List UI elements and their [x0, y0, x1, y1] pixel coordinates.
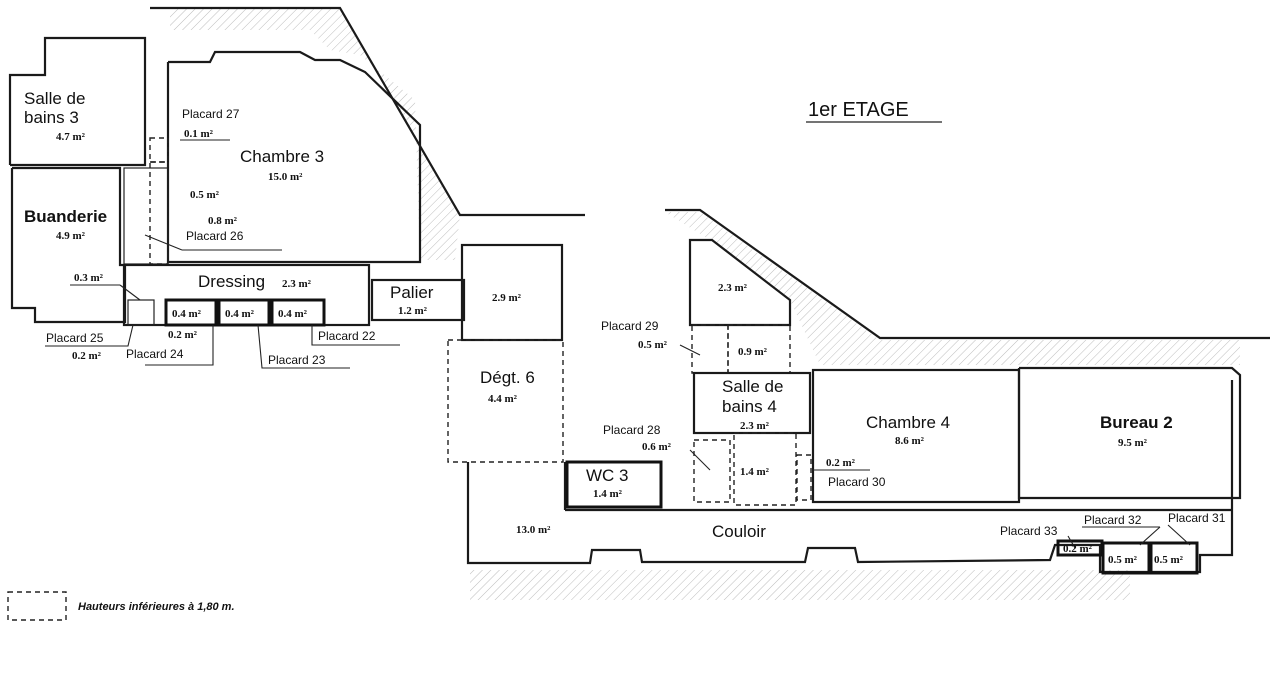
bureau-2-area: 9.5 m² [1118, 437, 1148, 449]
degt-6-outline [447, 339, 564, 463]
placard-28-right-outline [733, 432, 797, 506]
placard-23-area: 0.4 m² [225, 308, 255, 320]
placard-mid-box [217, 298, 271, 327]
buanderie-walls [10, 166, 127, 324]
couloir-walls [466, 380, 1234, 574]
placard-32-label: Placard 32 [1084, 513, 1142, 527]
placard-29-area-right: 0.9 m² [738, 346, 768, 358]
legend-text: Hauteurs inférieures à 1,80 m. [78, 601, 235, 613]
placard-27-label: Placard 27 [182, 107, 240, 121]
room-29-area: 2.9 m² [492, 292, 522, 304]
leader-placard-25 [45, 324, 134, 347]
placard-31-area: 0.5 m² [1154, 554, 1184, 566]
placard-24-label: Placard 24 [126, 347, 184, 361]
room-23-area: 2.3 m² [718, 282, 748, 294]
placard-24-area: 0.2 m² [168, 329, 198, 341]
outer-wall-top-left [150, 6, 585, 217]
salle-de-bains-4-area: 2.3 m² [740, 420, 770, 432]
placard-26-label: Placard 26 [186, 229, 244, 243]
leader-placard-31 [1167, 524, 1191, 546]
legend-dashed-swatch [7, 591, 67, 621]
placard-28-outline [693, 439, 731, 503]
leader-placard-28 [689, 449, 711, 471]
couloir-name: Couloir [712, 522, 766, 541]
room-23-walls [688, 238, 792, 327]
salle-de-bains-3-walls [8, 36, 147, 167]
leader-placard-26b [144, 234, 183, 251]
placard-30-label: Placard 30 [828, 475, 886, 489]
bureau-2-walls [1017, 366, 1242, 500]
placard-25-area: 0.2 m² [72, 350, 102, 362]
placard-22-box [270, 298, 326, 327]
placard-24-box [164, 298, 218, 327]
chambre-3-area: 15.0 m² [268, 171, 303, 183]
placard-22-label: Placard 22 [318, 329, 376, 343]
chambre-3-walls [166, 50, 422, 264]
placard-29-area: 0.5 m² [638, 339, 668, 351]
palier-area: 1.2 m² [398, 305, 428, 317]
palier-name: Palier [390, 283, 434, 302]
placard-25-label: Placard 25 [46, 331, 104, 345]
placard-32-area: 0.5 m² [1108, 554, 1138, 566]
placard-26-area-a: 0.5 m² [190, 189, 220, 201]
placard-29-label: Placard 29 [601, 319, 659, 333]
placard-33-box [1056, 539, 1104, 557]
wc-3-area: 1.4 m² [593, 488, 623, 500]
leader-placard-29 [679, 344, 701, 356]
salle-de-bains-4-name-2: bains 4 [722, 397, 777, 416]
dressing-name: Dressing [198, 272, 265, 291]
roof-slope-left [170, 8, 460, 260]
salle-de-bains-3-name-2: bains 3 [24, 108, 79, 127]
placard-29-outline [691, 324, 729, 374]
wc-3-name: WC 3 [586, 466, 629, 485]
wc-3-walls [565, 460, 663, 509]
placard-27-outline [149, 137, 169, 163]
leader-placard-25-top-b [119, 284, 141, 301]
placard-28-label: Placard 28 [603, 423, 661, 437]
dressing-area: 2.3 m² [282, 278, 312, 290]
couloir-area: 13.0 m² [516, 524, 551, 536]
placard-29-right-outline [727, 324, 791, 374]
roof-slope-bottom [470, 570, 1130, 600]
roof-slope-right [665, 212, 1240, 365]
leader-placard-32b [1139, 526, 1161, 546]
placard-32-box [1101, 541, 1151, 575]
placard-25-area-top: 0.3 m² [74, 272, 104, 284]
placard-30-outline [796, 454, 812, 501]
degt-6-name: Dégt. 6 [480, 368, 535, 387]
placard-31-box [1149, 541, 1199, 575]
placard-25-box [127, 299, 155, 326]
placard-33-area: 0.2 m² [1063, 543, 1093, 555]
placard-box-1-area: 0.4 m² [172, 308, 202, 320]
chambre-3-inner-line [123, 167, 169, 265]
leader-placard-24 [145, 325, 214, 366]
salle-de-bains-4-name-1: Salle de [722, 377, 783, 396]
palier-walls [370, 278, 466, 322]
placard-31-label: Placard 31 [1168, 511, 1226, 525]
degt-6-area: 4.4 m² [488, 393, 518, 405]
placard-28-area: 0.6 m² [642, 441, 672, 453]
buanderie-name: Buanderie [24, 207, 107, 226]
page-title: 1er ETAGE [808, 99, 909, 121]
salle-de-bains-3-name-1: Salle de [24, 89, 85, 108]
salle-de-bains-3-area: 4.7 m² [56, 131, 86, 143]
bureau-2-name: Bureau 2 [1100, 413, 1173, 432]
buanderie-area: 4.9 m² [56, 230, 86, 242]
placard-22-area: 0.4 m² [278, 308, 308, 320]
placard-26-area-b: 0.8 m² [208, 215, 238, 227]
leader-placard-23 [257, 324, 350, 369]
placard-30-area: 0.2 m² [826, 457, 856, 469]
placard-28-area-right: 1.4 m² [740, 466, 770, 478]
chambre-4-area: 8.6 m² [895, 435, 925, 447]
placard-26-outline [149, 161, 169, 265]
placard-23-label: Placard 23 [268, 353, 326, 367]
leader-placard-22 [311, 325, 400, 346]
chambre-3-name: Chambre 3 [240, 147, 324, 166]
chambre-4-name: Chambre 4 [866, 413, 950, 432]
placard-27-area: 0.1 m² [184, 128, 214, 140]
outer-wall-top-right [665, 208, 1270, 340]
placard-33-label: Placard 33 [1000, 524, 1058, 538]
leader-placard-33 [1067, 535, 1076, 549]
